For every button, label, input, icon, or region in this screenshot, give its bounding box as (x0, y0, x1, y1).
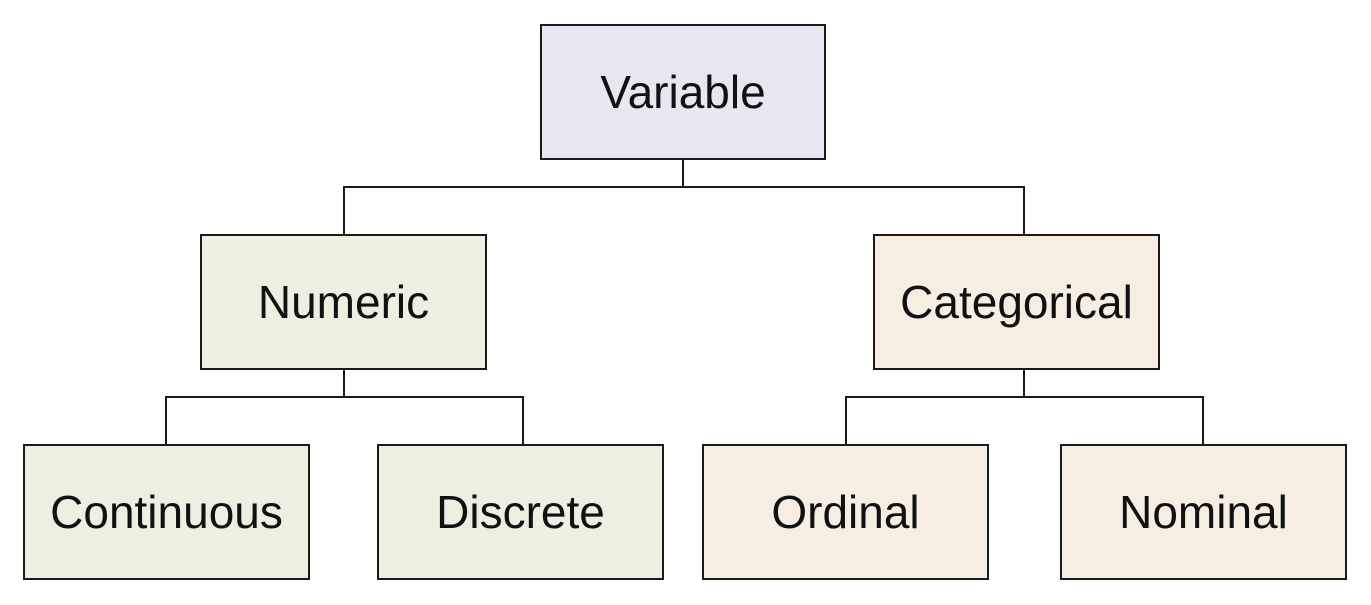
node-categorical: Categorical (873, 234, 1160, 370)
node-nominal: Nominal (1060, 444, 1347, 580)
node-ordinal: Ordinal (702, 444, 989, 580)
node-label-variable: Variable (600, 66, 766, 118)
node-label-numeric: Numeric (257, 276, 430, 328)
node-label-discrete: Discrete (436, 486, 605, 538)
node-label-categorical: Categorical (900, 276, 1133, 328)
node-label-continuous: Continuous (50, 486, 283, 538)
node-discrete: Discrete (377, 444, 664, 580)
node-continuous: Continuous (23, 444, 310, 580)
node-label-ordinal: Ordinal (771, 486, 920, 538)
node-label-nominal: Nominal (1119, 486, 1288, 538)
node-variable: Variable (540, 24, 826, 160)
node-numeric: Numeric (200, 234, 487, 370)
